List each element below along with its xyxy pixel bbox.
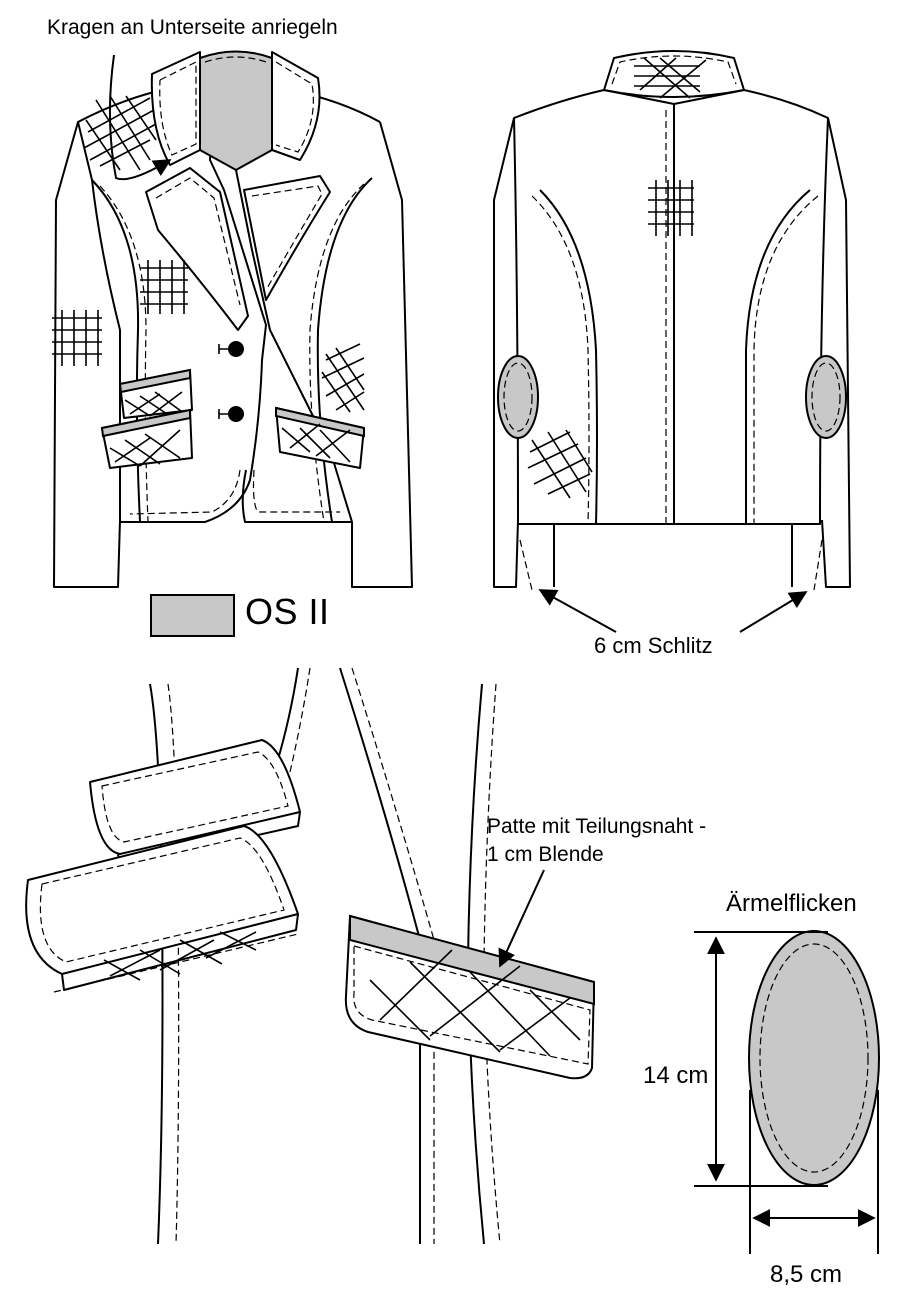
vent-note-label: 6 cm Schlitz	[594, 633, 713, 658]
elbow-patch-detail	[694, 930, 880, 1254]
jacket-back-view	[493, 50, 851, 633]
patch-width-label: 8,5 cm	[770, 1261, 843, 1288]
patch-title-label: Ärmelflicken	[726, 890, 857, 917]
os-ii-color-swatch	[150, 594, 235, 637]
flap-note-line1: Patte mit Teilungsnaht -	[487, 815, 707, 838]
jacket-front-view	[52, 50, 413, 588]
fabric-legend-label: OS II	[245, 591, 330, 632]
patch-height-label: 14 cm	[643, 1062, 709, 1089]
collar-note-label: Kragen an Unterseite anriegeln	[47, 16, 338, 39]
pocket-detail-view	[25, 667, 595, 1245]
flap-note-line2: 1 cm Blende	[487, 843, 604, 866]
